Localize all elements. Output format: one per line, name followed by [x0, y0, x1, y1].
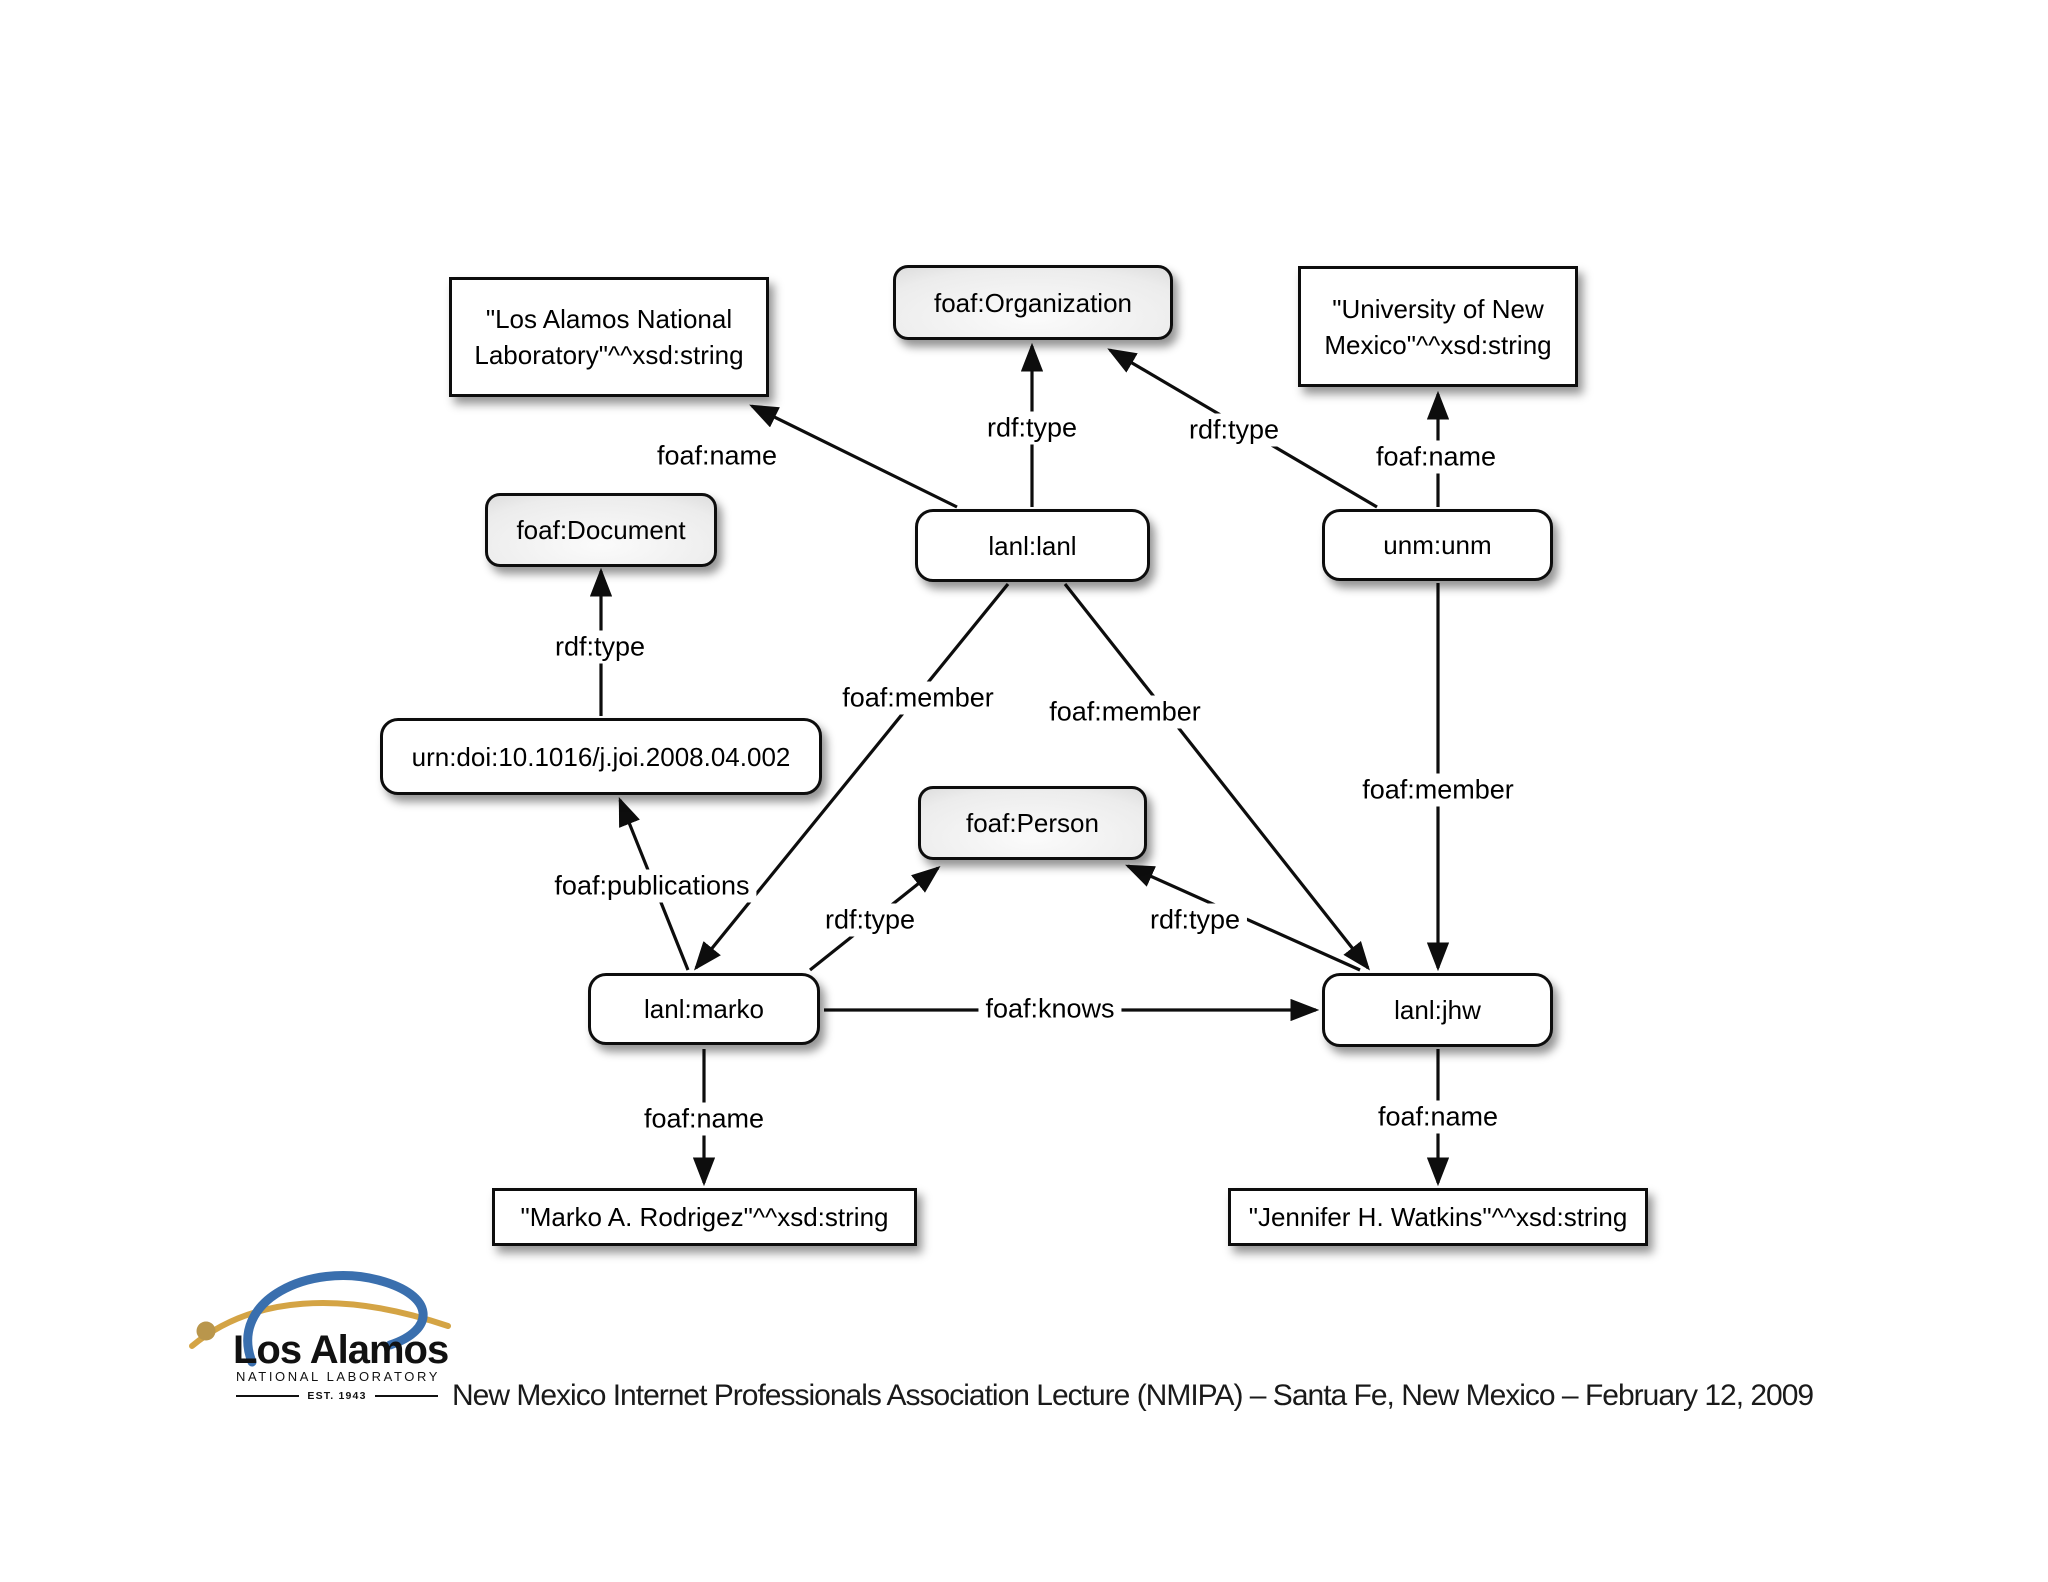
resource-node-jhw: lanl:jhw	[1322, 973, 1553, 1047]
edge-foaf-member-lanl-marko	[693, 582, 1010, 971]
los-alamos-logo-title: Los Alamos	[233, 1328, 449, 1372]
literal-node-unm-name: "University of New Mexico"^^xsd:string	[1298, 266, 1578, 387]
class-node-foaf-document: foaf:Document	[485, 493, 717, 567]
resource-node-doi: urn:doi:10.1016/j.joi.2008.04.002	[380, 718, 822, 795]
literal-node-marko-name: "Marko A. Rodrigez"^^xsd:string	[492, 1188, 917, 1246]
edge-label-foaf-name-marko: foaf:name	[636, 1102, 772, 1136]
literal-node-lanl-name: "Los Alamos National Laboratory"^^xsd:st…	[449, 277, 769, 397]
resource-node-lanl: lanl:lanl	[915, 509, 1150, 582]
edge-label-foaf-name-unm: foaf:name	[1368, 440, 1504, 474]
los-alamos-logo-subtitle: NATIONAL LABORATORY	[236, 1369, 440, 1384]
edge-label-rdf-type-marko: rdf:type	[817, 903, 923, 937]
edge-label-foaf-member-lanl-jhw: foaf:member	[1042, 695, 1208, 729]
class-node-foaf-organization: foaf:Organization	[893, 265, 1173, 340]
logo-rule-right	[374, 1395, 438, 1397]
edge-label-foaf-name-lanl: foaf:name	[649, 439, 785, 473]
edge-label-foaf-knows: foaf:knows	[978, 992, 1122, 1026]
edge-label-rdf-type-doi: rdf:type	[547, 630, 653, 664]
los-alamos-logo-est-row: EST. 1943	[236, 1390, 438, 1402]
logo-rule-left	[236, 1395, 300, 1397]
edge-foaf-name-lanl	[749, 404, 958, 509]
los-alamos-logo-swoosh-icon	[189, 1271, 451, 1367]
class-node-foaf-person: foaf:Person	[918, 786, 1147, 860]
edge-foaf-member-lanl-jhw	[1063, 583, 1370, 971]
literal-node-jhw-name: "Jennifer H. Watkins"^^xsd:string	[1228, 1188, 1648, 1246]
lecture-caption: New Mexico Internet Professionals Associ…	[452, 1379, 1814, 1412]
edge-label-foaf-publications: foaf:publications	[547, 869, 757, 903]
resource-node-unm: unm:unm	[1322, 509, 1553, 581]
edge-label-rdf-type-lanl: rdf:type	[979, 411, 1085, 445]
edge-label-foaf-name-jhw: foaf:name	[1370, 1100, 1506, 1134]
resource-node-marko: lanl:marko	[588, 973, 820, 1045]
edge-label-rdf-type-unm: rdf:type	[1181, 413, 1287, 447]
los-alamos-logo-established: EST. 1943	[307, 1390, 367, 1402]
edge-label-rdf-type-jhw: rdf:type	[1142, 903, 1248, 937]
edge-label-foaf-member-marko: foaf:member	[835, 681, 1001, 715]
edge-label-foaf-member-unm-jhw: foaf:member	[1355, 773, 1521, 807]
